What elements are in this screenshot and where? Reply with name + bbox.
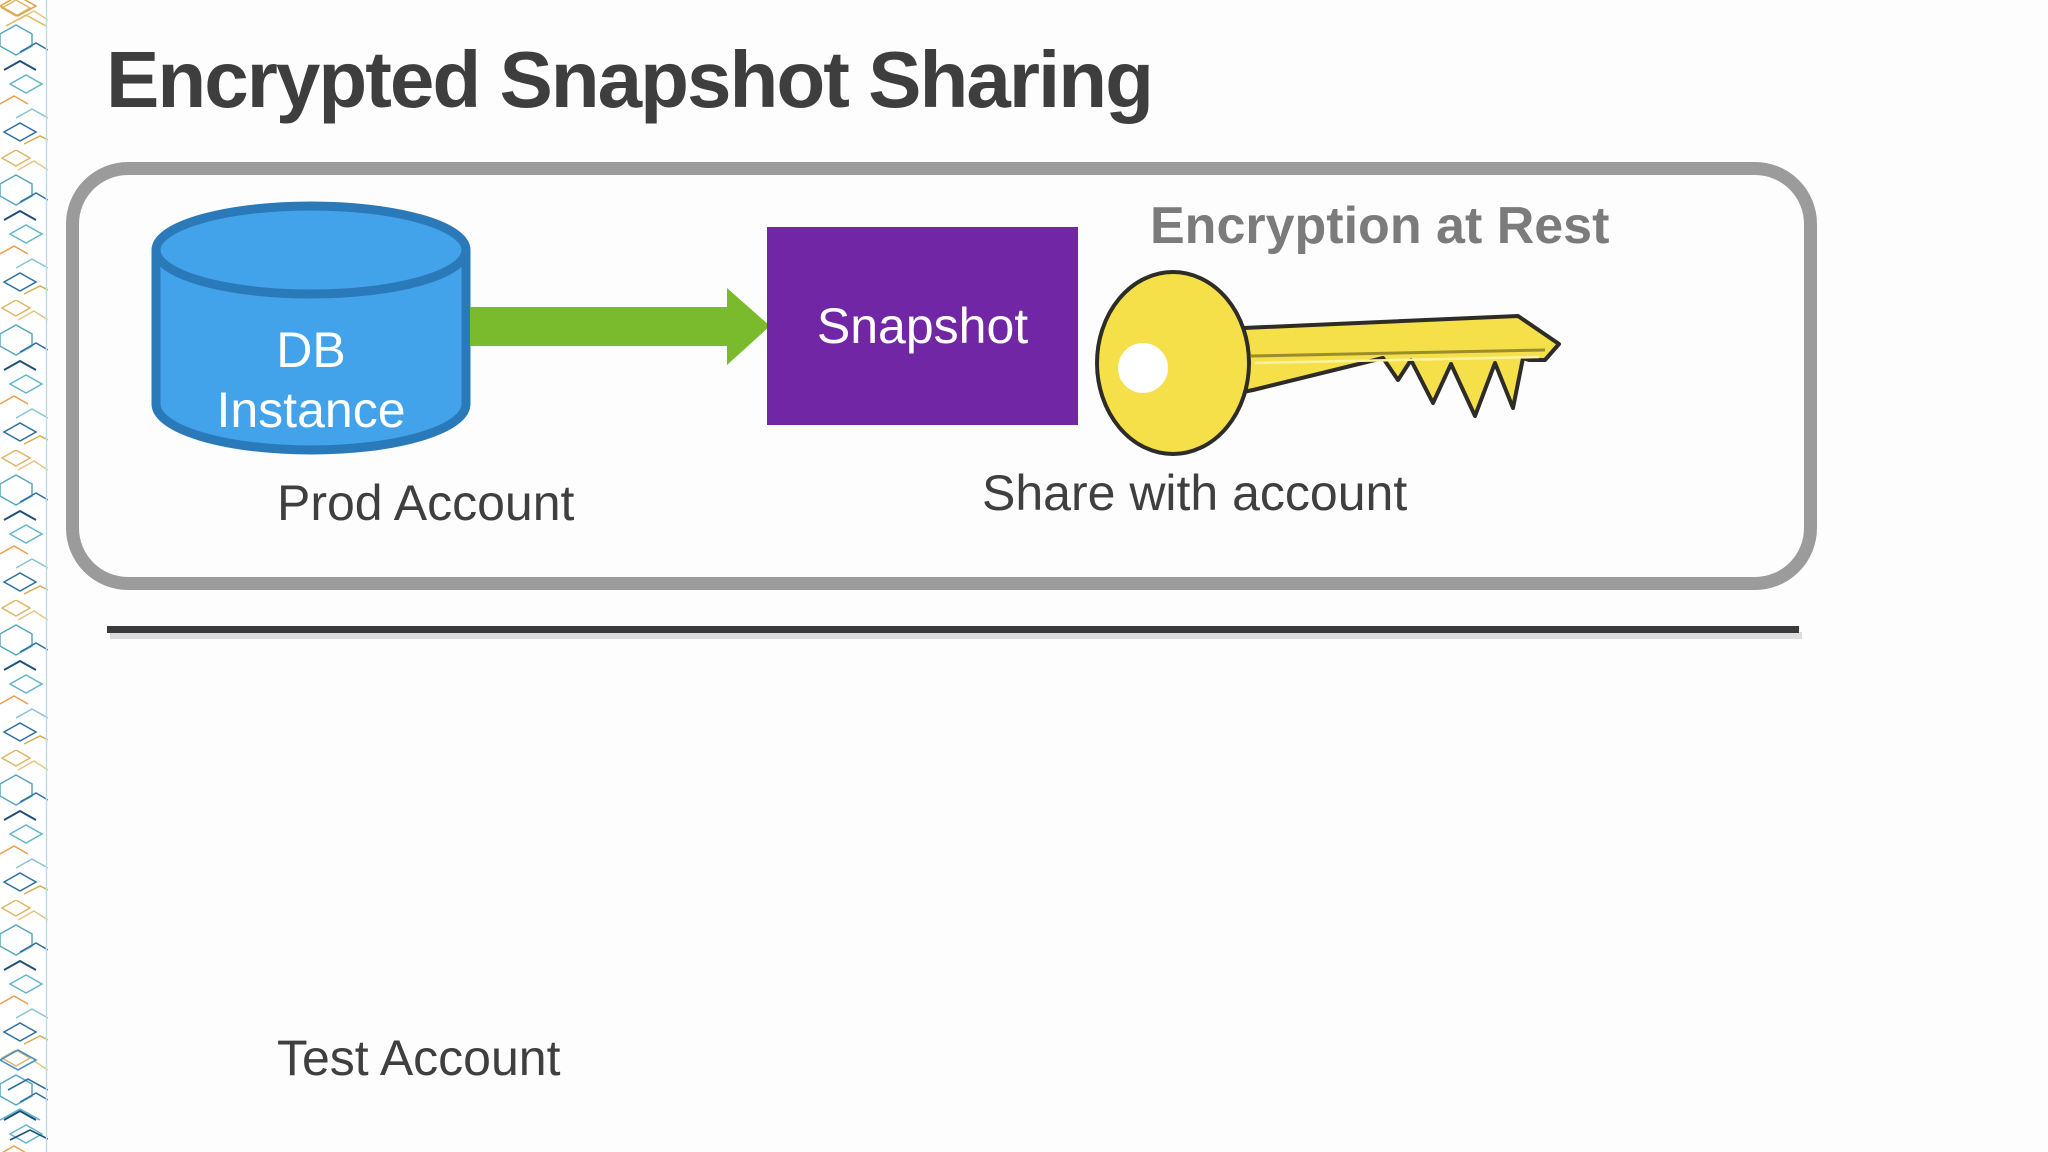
database-cylinder-icon [151,201,471,455]
account-divider-line [107,626,1799,633]
share-with-account-label: Share with account [982,465,1408,521]
slide-title: Encrypted Snapshot Sharing [106,35,1154,124]
db-instance-label-line2: Instance [216,382,406,438]
snapshot-label: Snapshot [816,298,1029,354]
db-instance-label-line1: DB [276,322,346,378]
test-account-label: Test Account [277,1030,561,1086]
circuit-pattern-strip [0,0,48,1152]
green-right-arrow-icon [470,288,770,365]
prod-account-label: Prod Account [277,475,575,531]
db-instance-label: DB Instance [148,320,474,440]
yellow-key-icon [1095,270,1561,456]
encryption-at-rest-label: Encryption at Rest [1150,197,1610,255]
snapshot-box: Snapshot [767,227,1078,425]
